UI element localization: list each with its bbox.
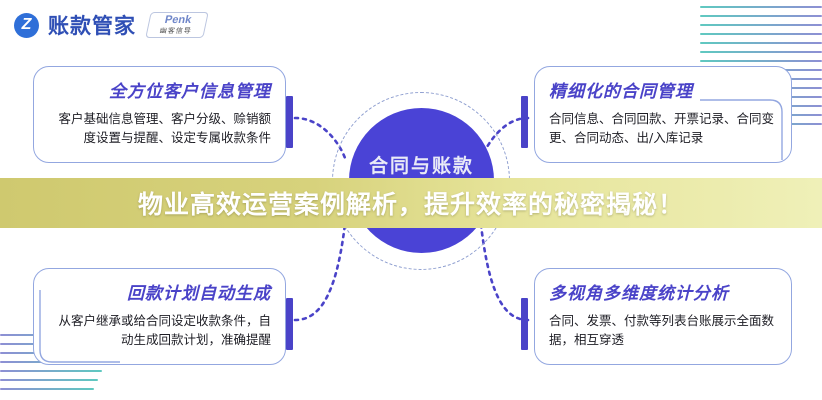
card-statistical-analysis[interactable]: 多视角多维度统计分析 合同、发票、付款等列表台账展示全面数据，相互穿透 (534, 268, 792, 365)
card-contract-management[interactable]: 精细化的合同管理 合同信息、合同回款、开票记录、合同变更、合同动态、出/入库记录 (534, 66, 792, 163)
card-description: 从客户继承或给合同设定收款条件，自动生成回款计划，准确提醒 (58, 313, 271, 348)
brand-badge-bottom: 幽客信导 (158, 28, 193, 35)
card-customer-info-management[interactable]: 全方位客户信息管理 客户基础信息管理、客户分级、赊销额度设置与提醒、设定专属收款… (33, 66, 286, 163)
card-title: 多视角多维度统计分析 (549, 284, 729, 304)
brand-badge-top: Penk (163, 14, 193, 26)
decor-line (700, 51, 822, 53)
decor-line (0, 379, 98, 381)
card-description: 客户基础信息管理、客户分级、赊销额度设置与提醒、设定专属收款条件 (58, 111, 271, 146)
accent-bar-top-right (521, 96, 528, 148)
decor-line (700, 15, 822, 17)
accent-bar-bottom-right (521, 298, 528, 350)
decor-line (0, 388, 94, 390)
card-title: 精细化的合同管理 (549, 82, 693, 102)
overlay-banner-text: 物业高效运营案例解析，提升效率的秘密揭秘！ (137, 190, 684, 219)
decor-line (700, 33, 822, 35)
brand-badge-word: Penk (163, 14, 193, 26)
accent-bar-bottom-left (286, 298, 293, 350)
brand-badge: Penk 幽客信导 (145, 12, 209, 38)
card-title: 回款计划自动生成 (127, 284, 271, 304)
decor-line (700, 6, 822, 8)
card-repayment-plan-auto-generation[interactable]: 回款计划自动生成 从客户继承或给合同设定收款条件，自动生成回款计划，准确提醒 (33, 268, 286, 365)
accent-bar-top-left (286, 96, 293, 148)
card-description: 合同、发票、付款等列表台账展示全面数据，相互穿透 (549, 313, 775, 348)
logo-mark-icon: Z (14, 12, 39, 38)
decor-line (700, 24, 822, 26)
overlay-banner: 物业高效运营案例解析，提升效率的秘密揭秘！ (0, 178, 822, 228)
card-title: 全方位客户信息管理 (109, 82, 271, 102)
card-description: 合同信息、合同回款、开票记录、合同变更、合同动态、出/入库记录 (549, 111, 775, 146)
decor-line (0, 370, 102, 372)
brand-logo: Z 账款管家 Penk 幽客信导 (14, 10, 209, 40)
brand-name: 账款管家 (48, 14, 136, 38)
center-circle-line-1: 合同与账款 (368, 154, 474, 177)
decor-line (700, 60, 822, 62)
decor-line (700, 42, 822, 44)
